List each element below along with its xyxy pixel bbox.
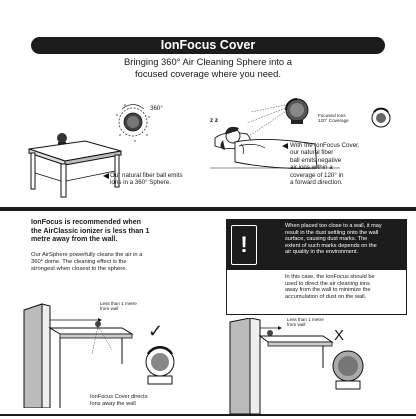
warning-line: When placed too close to a wall, it may — [285, 223, 382, 229]
caption-line: Focused Ions — [318, 113, 346, 118]
page-title: IonFocus Cover — [31, 37, 385, 54]
recommendation-body: Our AirSphere powerfully cleans the air … — [31, 252, 163, 273]
caption-line: air ions within a — [290, 164, 333, 172]
caption-line: Ions away the wall — [90, 400, 136, 407]
table-illustration — [28, 104, 150, 198]
label-360: 360° — [150, 105, 163, 112]
warning-line: away from the wall to minimize the — [285, 287, 371, 294]
caption-right: With the IonFocus Cover, our natural fib… — [290, 142, 390, 186]
sleeping-person-illustration — [210, 98, 340, 169]
warning-line: air quality in the environment. — [285, 249, 359, 256]
warning-line: surface, causing dust marks. The — [285, 236, 368, 243]
warning-line: used to direct the air cleaning ions — [285, 280, 370, 287]
warning-line: extent of such marks depends on the — [285, 242, 377, 249]
label-line: from wall — [100, 306, 119, 312]
caption-line: With the IonFocus Cover, — [290, 142, 360, 149]
warning-icon: ! — [231, 225, 257, 265]
zoom-sphere-icon — [371, 107, 391, 128]
caption-line: ions in a 360° Sphere. — [110, 179, 171, 187]
body-line: 360° dome. The cleaning effect is the — [31, 259, 127, 266]
zz-label: z z — [210, 117, 218, 124]
label-distance-right: Less than 1 metre from wall — [287, 317, 357, 327]
label-distance-left: Less than 1 metre from wall — [100, 301, 170, 311]
arrow-left-icon — [103, 173, 109, 179]
wall-corner-with-cover-illustration — [23, 303, 175, 408]
label-line: Less than 1 metre — [100, 301, 137, 306]
subtitle-line: Bringing 360° Air Cleaning Sphere into a — [124, 56, 292, 67]
ion-range-circle — [118, 107, 148, 137]
warning-line: result in the dust settling onto the wal… — [285, 229, 379, 236]
subtitle: Bringing 360° Air Cleaning Sphere into a… — [60, 56, 356, 79]
warning-line: accumulation of dust on the wall. — [285, 293, 367, 300]
wall-without-cover-illustration — [229, 318, 364, 414]
caption-line: our natural fiber — [290, 149, 334, 157]
warning-line: In this case, the IonFocus should be — [285, 274, 375, 280]
arrow-right-icon — [282, 143, 288, 149]
subtitle-line: focused coverage where you need. — [135, 67, 281, 79]
caption-line: Our natural fiber ball emits — [110, 172, 183, 179]
bottom-border — [0, 414, 416, 416]
recommendation-heading: IonFocus is recommended when the AirClas… — [31, 218, 163, 244]
cross-mark-icon: X — [334, 327, 345, 344]
caption-left: Our natural fiber ball emits ions in a 3… — [110, 172, 220, 187]
label-line: Less than 1 metre — [287, 317, 324, 322]
warning-text-light: In this case, the IonFocus should be use… — [285, 274, 403, 300]
check-mark-icon: ✓ — [148, 321, 164, 341]
warning-dark-panel: ! When placed too close to a wall, it ma… — [227, 220, 406, 270]
heading-line: metre away from the wall. — [31, 235, 118, 244]
caption-line: coverage of 120° in — [290, 171, 344, 179]
caption-line: ball emits negative — [290, 156, 342, 164]
caption-line: 120° Coverage — [318, 118, 349, 124]
ionizer-sphere — [57, 133, 67, 143]
body-line: Our AirSphere powerfully cleans the air … — [31, 252, 143, 258]
label-focused: Focused Ions 120° Coverage — [318, 113, 374, 123]
warning-box: ! When placed too close to a wall, it ma… — [226, 219, 407, 315]
caption-line: a forward direction. — [290, 179, 343, 187]
warning-text-dark: When placed too close to a wall, it may … — [285, 223, 403, 256]
label-line: from wall — [287, 322, 306, 328]
heading-line: IonFocus is recommended when — [31, 218, 141, 226]
heading-line: the AirClassic ionizer is less than 1 — [31, 226, 150, 235]
section-divider — [0, 207, 416, 211]
body-line: strongest when closest to the sphere. — [31, 266, 128, 273]
caption-bottom-left: IonFocus Cover directs Ions away the wal… — [90, 394, 170, 407]
caption-line: IonFocus Cover directs — [90, 394, 148, 400]
